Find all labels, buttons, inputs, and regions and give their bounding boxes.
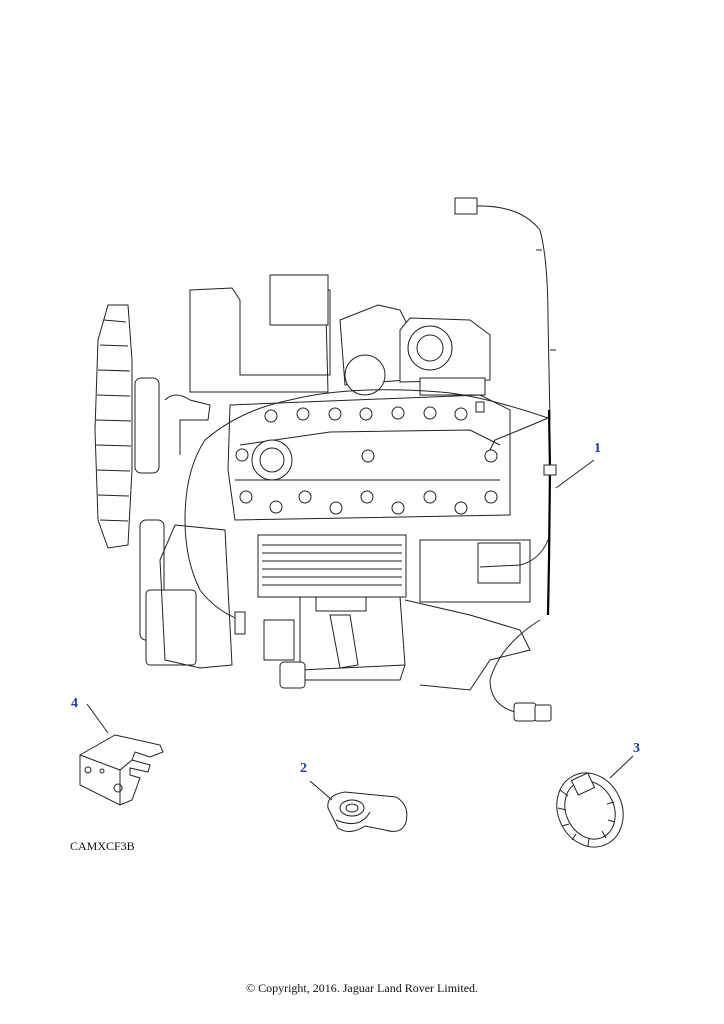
engine-harness xyxy=(184,197,595,722)
copyright-notice: © Copyright, 2016. Jaguar Land Rover Lim… xyxy=(245,981,479,995)
fan-assembly xyxy=(94,304,197,666)
callout-3: 3 xyxy=(633,741,640,756)
figure-code: CAMXCF3B xyxy=(70,839,135,853)
engine-block xyxy=(159,274,531,691)
callout-1: 1 xyxy=(594,441,601,456)
callout-2: 2 xyxy=(300,761,307,776)
cable-tie-part xyxy=(556,755,634,848)
bracket-part xyxy=(79,703,164,806)
callout-4: 4 xyxy=(71,696,78,711)
p-clip-part xyxy=(309,780,408,832)
